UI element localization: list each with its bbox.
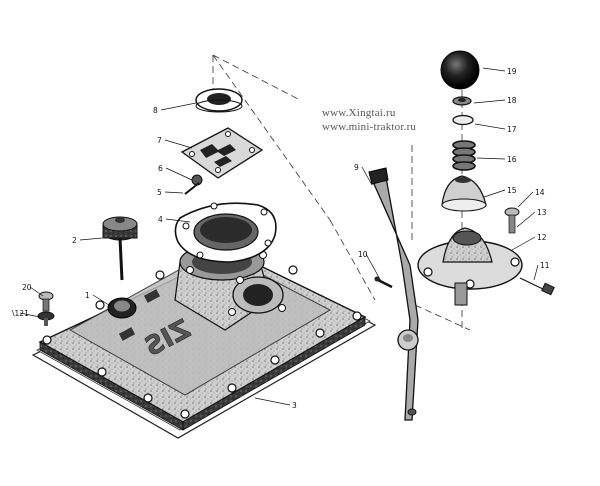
callout-leader-19 <box>29 286 44 297</box>
part-2-breather-cap <box>102 216 138 281</box>
callout-number: 19 <box>507 67 517 76</box>
part-17-washer <box>452 114 474 126</box>
callout-leader-14 <box>483 189 506 198</box>
callout-number: 6 <box>158 164 163 173</box>
callout-number: 5 <box>157 188 162 197</box>
part-4-gasket <box>174 202 277 263</box>
part-18-nut <box>452 96 472 106</box>
callout-leader-2 <box>254 397 291 406</box>
part-10-pin <box>374 276 393 289</box>
callout-leader-6 <box>164 139 193 149</box>
part-15-boot <box>441 175 487 212</box>
callout-number: 17 <box>507 125 517 134</box>
callout-number: 9 <box>354 163 359 172</box>
callout-number: 8 <box>153 106 158 115</box>
callout-number: 11 <box>540 261 550 270</box>
callout-number: 1 <box>85 291 90 300</box>
part-14-bolt <box>504 207 520 234</box>
callout-leader-11 <box>511 236 536 251</box>
callout-leader-3 <box>165 218 191 223</box>
callout-leader-4 <box>164 191 184 194</box>
callout-leader-8 <box>361 166 373 186</box>
part-8-washer <box>195 88 243 113</box>
callout-leader-20 <box>19 312 41 318</box>
callout-number: 12 <box>537 233 547 242</box>
callout-leader-12 <box>516 211 536 228</box>
callout-number: 14 <box>535 188 545 197</box>
callout-leader-18 <box>482 67 506 72</box>
housing-cover <box>31 243 377 439</box>
callout-number: 16 <box>507 155 517 164</box>
watermark-line-2: www.mini-traktor.ru <box>322 121 417 133</box>
watermark-line-1: www.Xingtai.ru <box>322 107 396 119</box>
part-16-spring <box>452 140 476 171</box>
callout-number: 2 <box>72 236 77 245</box>
part-7-gate-plate <box>180 127 264 179</box>
callout-number: 4 <box>158 215 163 224</box>
callout-leader-15 <box>476 157 506 160</box>
part-9-shift-lever <box>368 167 419 421</box>
callout-leader-7 <box>160 102 197 111</box>
callout-number: 7 <box>157 136 162 145</box>
part-11-screw <box>519 277 555 296</box>
callout-leader-16 <box>474 123 506 130</box>
callout-number: 20 <box>22 283 32 292</box>
part-20-bolt <box>37 291 55 326</box>
callout-number: \121 <box>12 309 29 318</box>
part-12-lever-housing <box>417 227 523 306</box>
callout-leader-0 <box>92 294 113 308</box>
callout-leader-17 <box>473 99 506 104</box>
callout-leader-13 <box>517 191 534 208</box>
callout-leader-9 <box>365 253 382 282</box>
callout-leader-10 <box>533 264 539 281</box>
callout-number: 18 <box>507 96 517 105</box>
part-5-6-detent <box>184 174 203 195</box>
callout-number: 15 <box>507 186 517 195</box>
callout-leader-1 <box>79 237 103 241</box>
callout-number: 3 <box>292 401 297 410</box>
part-19-knob <box>440 50 480 90</box>
callout-leader-5 <box>165 167 193 181</box>
callout-number: 13 <box>537 208 547 217</box>
callout-number: 10 <box>358 250 368 259</box>
